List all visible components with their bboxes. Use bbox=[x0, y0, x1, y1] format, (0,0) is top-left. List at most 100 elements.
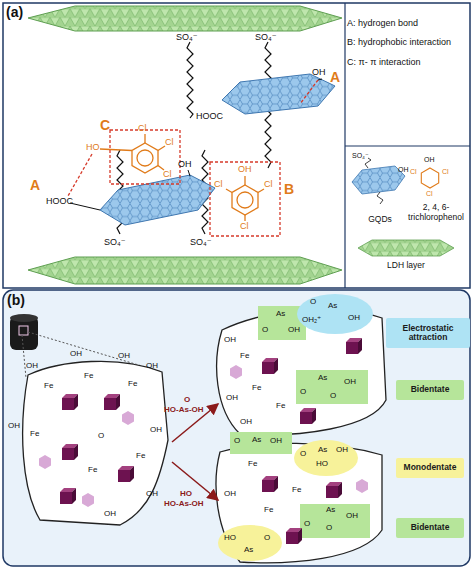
chem-label: Fe bbox=[240, 352, 249, 360]
chem-label: Cl bbox=[410, 168, 417, 175]
chem-label: Cl bbox=[163, 170, 172, 179]
chem-label: O bbox=[234, 437, 240, 445]
chem-label: As bbox=[326, 506, 335, 514]
chem-label: O bbox=[330, 392, 336, 400]
graphene-quantum-dot bbox=[188, 170, 190, 176]
adsorption-highlight bbox=[297, 294, 373, 334]
chem-label: O bbox=[262, 326, 268, 334]
iron-particle bbox=[23, 361, 168, 525]
trichlorophenol bbox=[100, 149, 132, 151]
crystal-unit bbox=[230, 365, 242, 379]
reactant-label: HO-As-OH bbox=[164, 406, 204, 414]
chem-label: OH bbox=[238, 165, 252, 174]
chem-label: OH bbox=[104, 510, 116, 518]
chem-label: OH bbox=[346, 512, 358, 520]
chem-label: OH bbox=[178, 160, 192, 169]
chem-label: Fe bbox=[276, 402, 285, 410]
chem-label: OH bbox=[336, 446, 348, 454]
chem-label: OH bbox=[226, 394, 238, 402]
chem-label: SO₄⁻ bbox=[104, 238, 125, 247]
graphene-quantum-dot bbox=[70, 74, 335, 225]
panel-b-frame bbox=[3, 290, 470, 566]
key-text: A: hydrogen bond bbox=[347, 18, 469, 28]
chem-label: Fe bbox=[252, 384, 261, 392]
trichlorophenol bbox=[158, 146, 165, 151]
graphene-quantum-dot bbox=[100, 175, 215, 225]
trichlorophenol bbox=[137, 150, 153, 166]
chem-label: O bbox=[326, 524, 332, 532]
crystal-unit bbox=[300, 408, 316, 424]
chem-label: OH bbox=[146, 490, 158, 498]
trichlorophenol bbox=[226, 176, 264, 221]
interaction-mark bbox=[300, 80, 318, 104]
adsorption-highlight bbox=[230, 432, 292, 454]
chem-label: OH bbox=[424, 156, 435, 163]
chem-label: Cl bbox=[165, 138, 174, 147]
chem-label: OH bbox=[270, 437, 282, 445]
interaction-letter: A bbox=[30, 178, 40, 193]
reactant-label: HO bbox=[180, 490, 192, 498]
chem-label: HO bbox=[224, 534, 236, 542]
legend-text: 2, 4, 6-trichlorophenol bbox=[404, 203, 468, 223]
mechanism-tag: Monodentate bbox=[396, 458, 464, 478]
chem-label: Cl bbox=[426, 190, 433, 197]
panel-label: (b) bbox=[7, 293, 25, 308]
chem-label: OH bbox=[398, 166, 409, 173]
chem-label: O bbox=[264, 534, 270, 542]
mechanism-text: Monodentate bbox=[404, 463, 457, 472]
ldh-layer bbox=[28, 6, 342, 31]
panel-a-frame bbox=[3, 3, 470, 288]
mechanism-tag: Bidentate bbox=[396, 380, 464, 400]
adsorption-highlight bbox=[218, 294, 373, 561]
chem-label: Cl bbox=[442, 168, 449, 175]
chem-label: As bbox=[244, 546, 253, 554]
chem-label: Cl bbox=[264, 180, 273, 189]
chem-label: OH bbox=[348, 314, 360, 322]
reaction-arrow bbox=[172, 462, 218, 500]
chem-label: As bbox=[276, 310, 285, 318]
chem-label: Fe bbox=[30, 430, 39, 438]
interaction-letter: B bbox=[284, 182, 294, 197]
chem-label: As bbox=[318, 374, 327, 382]
iron-particle bbox=[23, 309, 386, 563]
panel-b-frame bbox=[3, 290, 470, 566]
panel-label: (a) bbox=[6, 5, 23, 20]
adsorption-highlight bbox=[218, 525, 282, 561]
crystal-unit bbox=[262, 476, 278, 492]
interaction-mark bbox=[210, 162, 280, 236]
crystal-unit bbox=[326, 482, 342, 498]
crystal-unit bbox=[62, 394, 78, 410]
trichlorophenol bbox=[232, 185, 258, 215]
chem-label: OH bbox=[146, 362, 158, 370]
interaction-letter: A bbox=[330, 70, 340, 85]
crystal-unit bbox=[60, 488, 76, 504]
legend-drawing bbox=[365, 158, 371, 168]
chem-label: SO₄⁻ bbox=[352, 152, 369, 159]
trichlorophenol bbox=[244, 215, 245, 221]
chem-label: OH bbox=[224, 336, 236, 344]
chem-label: O bbox=[98, 432, 104, 440]
chem-label: OH bbox=[224, 490, 236, 498]
chem-label: As bbox=[328, 302, 337, 310]
chem-label: Fe bbox=[136, 452, 145, 460]
crystal-unit bbox=[62, 444, 78, 460]
panel-a-frame bbox=[345, 145, 470, 146]
graphene-quantum-dot bbox=[318, 79, 322, 80]
chem-label: OH bbox=[118, 352, 130, 360]
alkyl-chain bbox=[187, 42, 193, 118]
trichlorophenol bbox=[132, 143, 158, 173]
legend-text: GQDs bbox=[354, 215, 406, 225]
chem-label: Cl bbox=[214, 180, 223, 189]
chem-label: OH bbox=[26, 362, 38, 370]
chem-label: As bbox=[318, 446, 327, 454]
adsorption-highlight bbox=[294, 440, 358, 476]
chem-label: Fe bbox=[292, 486, 301, 494]
ldh-layer bbox=[28, 257, 342, 284]
crystal-unit bbox=[356, 479, 368, 493]
chem-label: Fe bbox=[128, 380, 137, 388]
chem-label: HOOC bbox=[196, 112, 223, 121]
crystal-unit bbox=[286, 528, 302, 544]
legend-text: LDH layer bbox=[366, 261, 446, 271]
graphene-quantum-dot bbox=[222, 74, 335, 114]
